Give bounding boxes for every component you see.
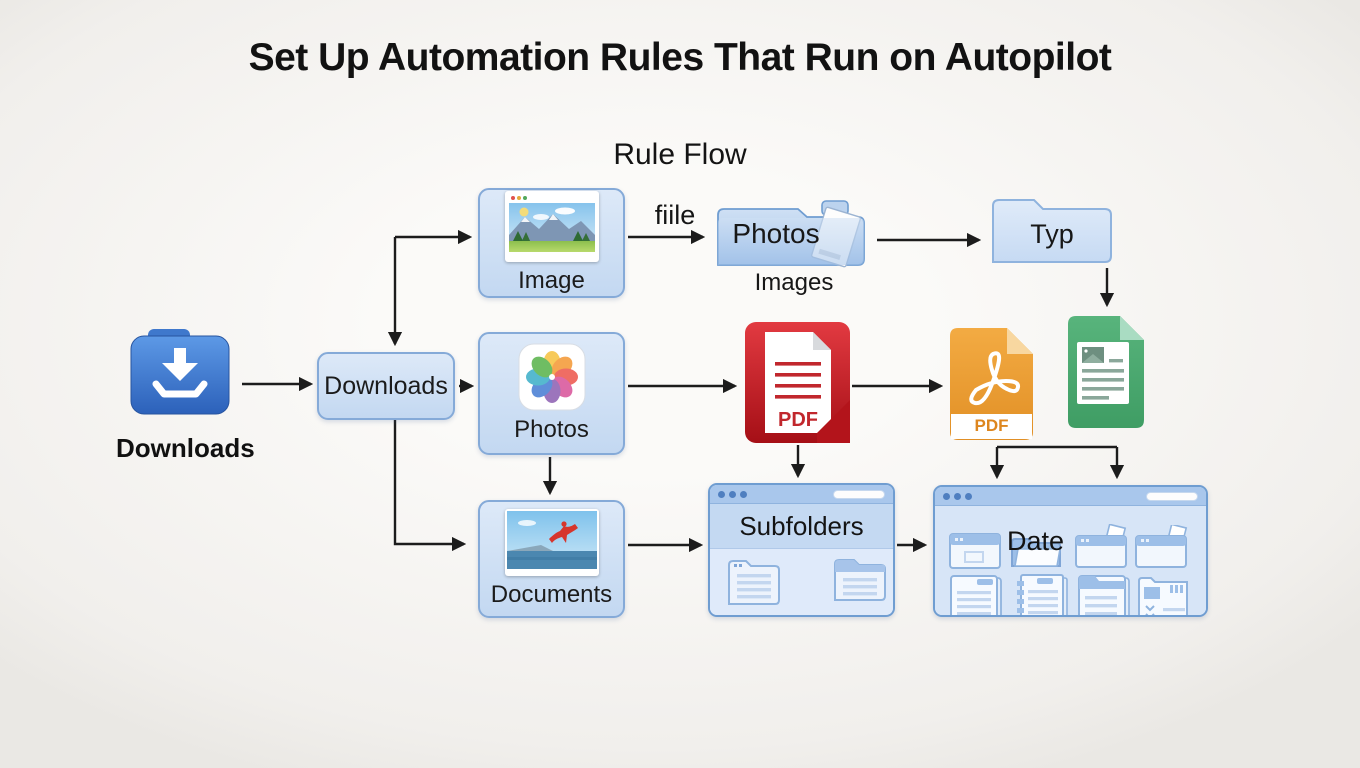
folder-icon [992, 199, 1112, 263]
date-label: Date [1007, 526, 1065, 556]
window-dot-icon [740, 490, 747, 498]
acrobat-pdf-file-icon [950, 328, 1033, 440]
downloads-folder-icon [130, 329, 230, 415]
date-window: Date [933, 485, 1208, 617]
folder-icon [728, 560, 780, 605]
window-dot-icon [729, 490, 736, 498]
pdf-document-icon [745, 322, 850, 443]
subfolders-window: Subfolders [708, 483, 895, 617]
folder-icon [1011, 538, 1061, 567]
typ-folder-label: Typ [1030, 219, 1074, 249]
node-downloads: Downloads [317, 352, 455, 420]
pdf-orange-icon: PDF [950, 328, 1033, 440]
node-documents-label: Documents [490, 581, 613, 608]
node-downloads-label: Downloads [324, 371, 448, 400]
images-folder: Photos Images [710, 197, 878, 296]
subfolders-label: Subfolders [739, 510, 864, 541]
node-image-label: Image [518, 267, 585, 294]
beach-photo-icon [504, 509, 599, 576]
doc-green-icon [1068, 316, 1144, 428]
date-body: Date [935, 506, 1206, 615]
subfolders-header: Subfolders [710, 504, 893, 549]
images-folder-title: Photos [732, 218, 820, 249]
downloads-source: Downloads [116, 326, 255, 464]
typ-folder: Typ [988, 192, 1116, 268]
node-image: Image [478, 188, 625, 298]
images-folder-caption: Images [754, 269, 834, 296]
window-dot-icon [954, 492, 961, 500]
subfolders-titlebar [710, 485, 893, 504]
landscape-photo-window-icon [504, 191, 599, 262]
window-pill [1146, 491, 1198, 501]
window-dot-icon [943, 492, 950, 500]
folder-icon [1078, 575, 1130, 615]
document-icon [1017, 574, 1068, 615]
window-pill [833, 489, 885, 499]
node-photos: Photos [478, 332, 625, 455]
folder-with-paper-icon [717, 200, 865, 268]
document-icon [950, 575, 1002, 615]
folder-icon [1135, 525, 1188, 568]
page-title: Set Up Automation Rules That Run on Auto… [248, 36, 1112, 79]
folder-icon [834, 559, 886, 601]
node-documents: Documents [478, 500, 625, 618]
node-photos-label: Photos [514, 416, 589, 443]
pdf-orange-badge: PDF [974, 416, 1009, 435]
date-titlebar [935, 487, 1206, 506]
folder-icon [949, 533, 1001, 569]
green-document-icon [1068, 316, 1144, 428]
subfolders-body [710, 549, 893, 615]
pdf-red-icon: PDF [745, 322, 850, 443]
document-icon [1138, 577, 1188, 615]
diagram-subtitle: Rule Flow [613, 138, 747, 171]
window-dot-icon [965, 492, 972, 500]
photos-app-pinwheel-icon [518, 343, 585, 411]
pdf-red-badge: PDF [778, 409, 818, 431]
folder-icon [1075, 524, 1127, 568]
edge-label-file: fiile [654, 200, 696, 230]
edge-downloads-to-documents [393, 420, 467, 552]
window-dot-icon [718, 490, 725, 498]
downloads-source-label: Downloads [116, 433, 255, 463]
